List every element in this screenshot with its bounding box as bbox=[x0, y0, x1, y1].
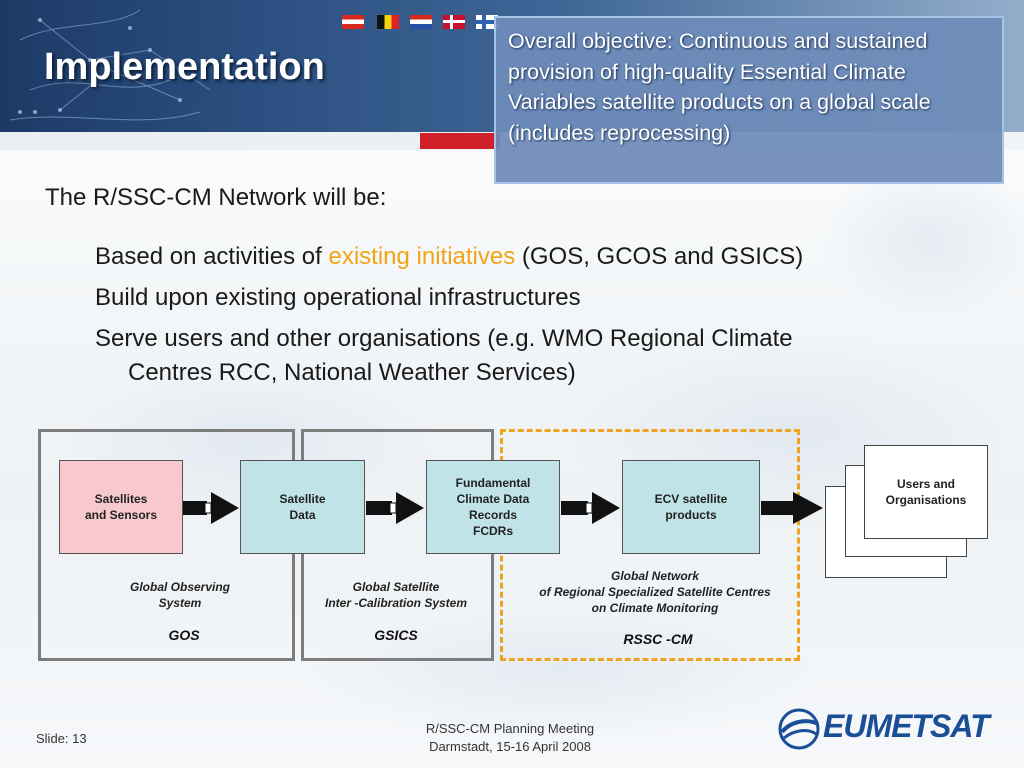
accent-bar bbox=[420, 133, 500, 149]
caption-line: System bbox=[158, 596, 202, 610]
bullet-1: Based on activities of existing initiati… bbox=[95, 240, 803, 273]
gsics-acronym: GSICS bbox=[374, 627, 418, 643]
bullet-3-line-1: Serve users and other organisations (e.g… bbox=[95, 325, 793, 352]
node-satellites-sensors: Satellites and Sensors bbox=[59, 460, 183, 554]
rssc-caption: Global Network of Regional Specialized Sa… bbox=[505, 568, 805, 616]
caption-line: Global Network bbox=[610, 569, 699, 583]
node-label: ECV satellite bbox=[654, 492, 728, 506]
flag-icon bbox=[410, 15, 432, 29]
bullet-2: Build upon existing operational infrastr… bbox=[95, 284, 581, 311]
node-label: Records bbox=[468, 508, 517, 522]
node-ecv-products: ECV satellite products bbox=[622, 460, 760, 554]
flow-arrow-icon bbox=[761, 492, 823, 524]
meeting-date: Darmstadt, 15-16 April 2008 bbox=[429, 739, 591, 754]
caption-line: Global Observing bbox=[129, 580, 231, 594]
caption-line: Global Satellite bbox=[352, 580, 440, 594]
bullet-1-highlight: existing initiatives bbox=[328, 243, 516, 270]
node-label: products bbox=[665, 508, 717, 522]
node-label: Satellites bbox=[94, 492, 148, 506]
meeting-title: R/SSC-CM Planning Meeting bbox=[425, 721, 595, 736]
logo-wordmark: EUMETSAT bbox=[823, 708, 990, 744]
flag-icon bbox=[443, 15, 465, 29]
rssc-acronym: RSSC -CM bbox=[623, 631, 693, 647]
node-label: FCDRs bbox=[472, 524, 513, 538]
bullet-3-line-2: Centres RCC, National Weather Services) bbox=[128, 359, 576, 386]
flag-icon bbox=[476, 15, 498, 29]
europe-map-graphic bbox=[9, 9, 211, 121]
bullet-1-text: Based on activities of bbox=[95, 243, 329, 270]
node-label: Users and bbox=[896, 477, 956, 491]
flow-arrow-icon bbox=[561, 492, 620, 524]
flag-icon bbox=[342, 15, 364, 29]
node-label: Fundamental bbox=[455, 476, 531, 490]
slide-number: Slide: 13 bbox=[36, 731, 87, 746]
flow-arrow-icon bbox=[366, 492, 424, 524]
background-cloud bbox=[300, 600, 820, 740]
slide-title: Implementation bbox=[44, 46, 325, 88]
intro-text: The R/SSC-CM Network will be: bbox=[45, 184, 387, 211]
flow-arrow-icon bbox=[183, 492, 239, 524]
caption-line: Inter -Calibration System bbox=[324, 596, 468, 610]
node-label: Climate Data bbox=[456, 492, 530, 506]
flag-icon bbox=[377, 15, 399, 29]
gos-acronym: GOS bbox=[168, 627, 200, 643]
eumetsat-logo: EUMETSAT bbox=[778, 708, 990, 750]
background-cloud bbox=[820, 160, 1024, 320]
objective-callout: Overall objective: Continuous and sustai… bbox=[494, 16, 1004, 184]
bullet-1-suffix: (GOS, GCOS and GSICS) bbox=[515, 243, 804, 270]
caption-line: on Climate Monitoring bbox=[591, 601, 719, 615]
caption-line: of Regional Specialized Satellite Centre… bbox=[539, 585, 771, 599]
meeting-info: R/SSC-CM Planning Meeting Darmstadt, 15-… bbox=[400, 720, 620, 756]
node-label: Organisations bbox=[885, 493, 967, 507]
node-label: Data bbox=[289, 508, 316, 522]
node-label: and Sensors bbox=[84, 508, 158, 522]
node-label: Satellite bbox=[279, 492, 326, 506]
eumetsat-globe-icon bbox=[778, 708, 820, 750]
